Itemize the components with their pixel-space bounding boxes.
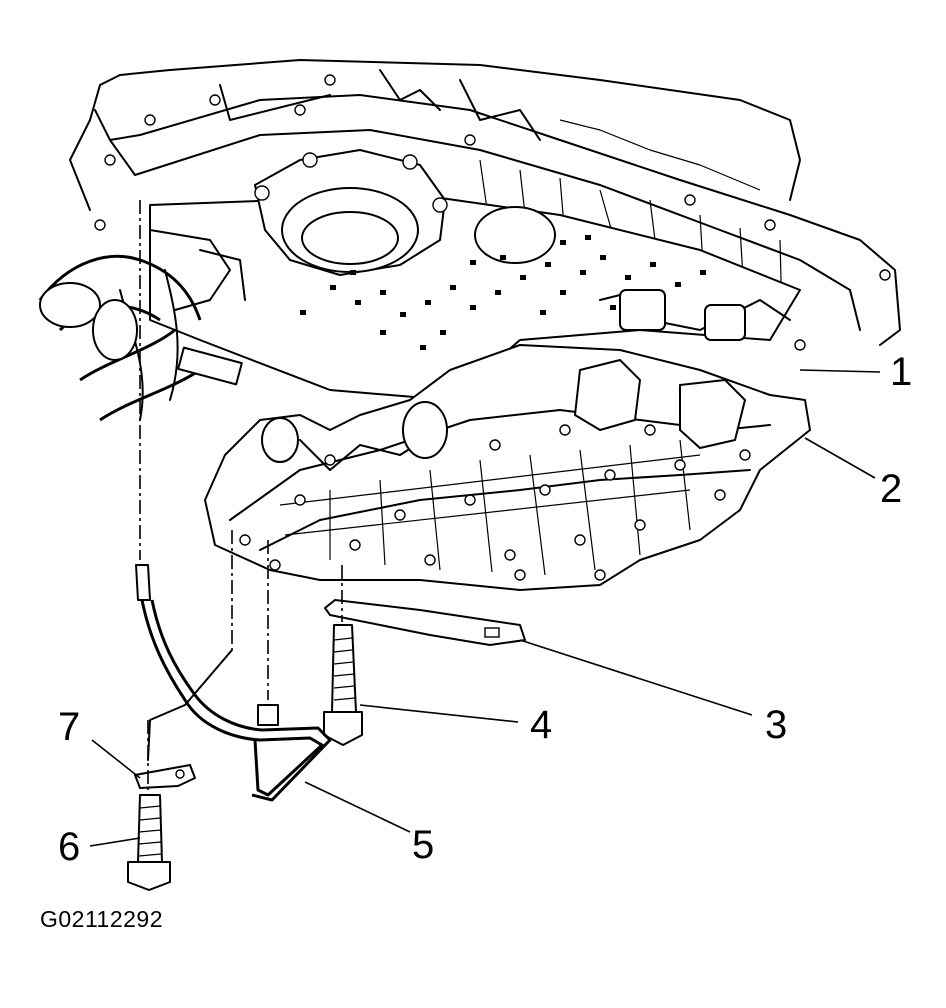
callout-5: 5 — [412, 823, 434, 867]
callout-2: 2 — [880, 467, 902, 511]
bolt-item-4 — [323, 565, 363, 746]
clip-item-7 — [134, 764, 196, 789]
upper-valve-plate — [149, 149, 801, 401]
valve-body-bolt-holes — [239, 424, 751, 581]
callout-6: 6 — [58, 825, 80, 869]
plate-holes — [300, 235, 706, 350]
lower-valve-body — [204, 344, 811, 591]
callout-1: 1 — [890, 350, 912, 394]
wiring-harness — [38, 229, 246, 422]
figure-code: G02112292 — [40, 906, 164, 932]
callout-4: 4 — [530, 703, 552, 747]
bolt-item-6 — [127, 720, 171, 891]
callout-3: 3 — [765, 703, 787, 747]
bracket-item-3 — [324, 599, 526, 646]
callout-7: 7 — [58, 705, 80, 749]
leader-lines — [89, 369, 881, 847]
tube-item-5 — [135, 200, 332, 802]
